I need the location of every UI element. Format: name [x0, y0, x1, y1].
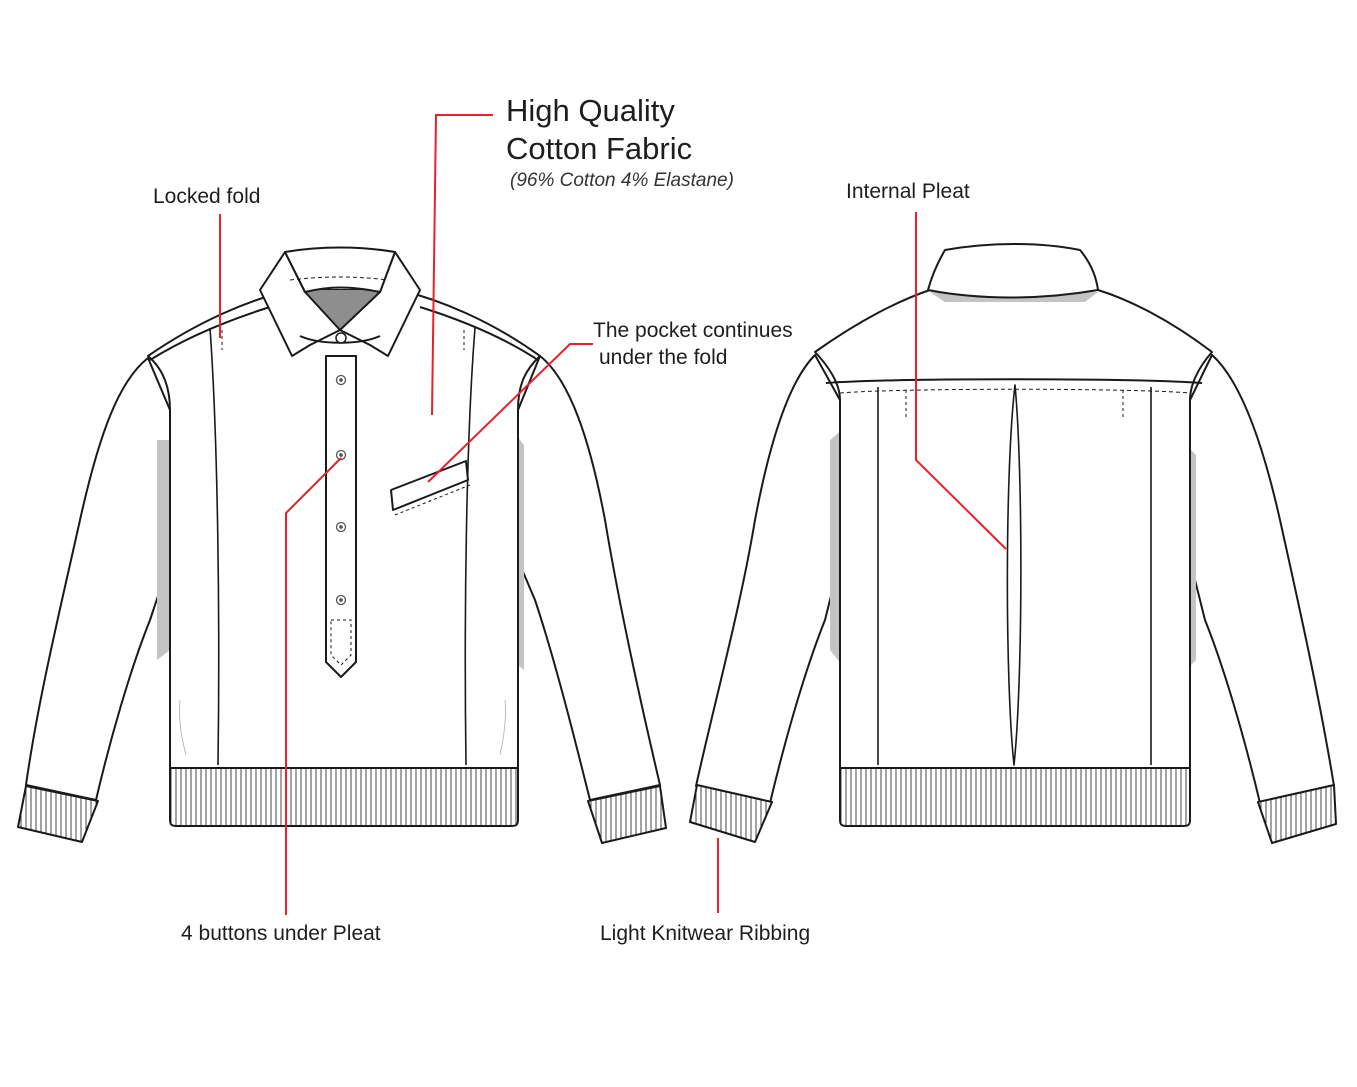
- callout-line-fabric: [431, 114, 493, 416]
- front-right-sleeve: [517, 355, 661, 801]
- back-hem-rib: [839, 767, 1191, 827]
- button-icon: [335, 594, 347, 606]
- front-left-sleeve-shadow: [157, 440, 170, 660]
- back-right-sleeve: [1189, 354, 1335, 804]
- buttons-label: 4 buttons under Pleat: [181, 922, 381, 945]
- pocket-label-line2: under the fold: [599, 346, 728, 369]
- back-left-sleeve: [695, 354, 841, 804]
- callout-line-buttons: [285, 457, 342, 915]
- button-icon: [335, 374, 347, 386]
- back-right-cuff: [1257, 784, 1337, 844]
- callout-line-internal-pleat: [915, 212, 1007, 550]
- internal-pleat-label: Internal Pleat: [846, 180, 970, 203]
- front-hem-rib: [169, 767, 519, 827]
- ribbing-label: Light Knitwear Ribbing: [600, 922, 811, 945]
- front-seam-left: [209, 327, 220, 766]
- front-left-sleeve: [25, 357, 171, 801]
- callout-lines: [219, 114, 1007, 915]
- back-yoke: [825, 378, 1203, 384]
- locked-fold-label: Locked fold: [153, 185, 261, 208]
- front-right-cuff: [587, 785, 667, 844]
- back-left-cuff: [689, 784, 773, 843]
- button-icon: [335, 449, 347, 461]
- pocket-label-line1: The pocket continues: [593, 319, 793, 342]
- front-placket: [325, 355, 357, 678]
- back-internal-pleat: [1006, 384, 1022, 766]
- back-collar: [927, 243, 1099, 299]
- front-left-cuff: [17, 785, 99, 843]
- fabric-composition: (96% Cotton 4% Elastane): [510, 170, 734, 191]
- front-yoke-left: [149, 306, 271, 361]
- front-yoke-right: [419, 306, 539, 361]
- button-icon: [335, 521, 347, 533]
- front-collar-band: [284, 246, 396, 293]
- front-view: [17, 246, 667, 844]
- back-view: [689, 243, 1337, 844]
- collar-button-icon: [335, 332, 347, 344]
- fabric-title-line1: High Quality: [506, 93, 675, 128]
- callout-line-pocket: [427, 343, 593, 483]
- fabric-title-line2: Cotton Fabric: [506, 131, 693, 166]
- front-seam-right: [464, 327, 476, 766]
- front-buttons: [335, 374, 347, 606]
